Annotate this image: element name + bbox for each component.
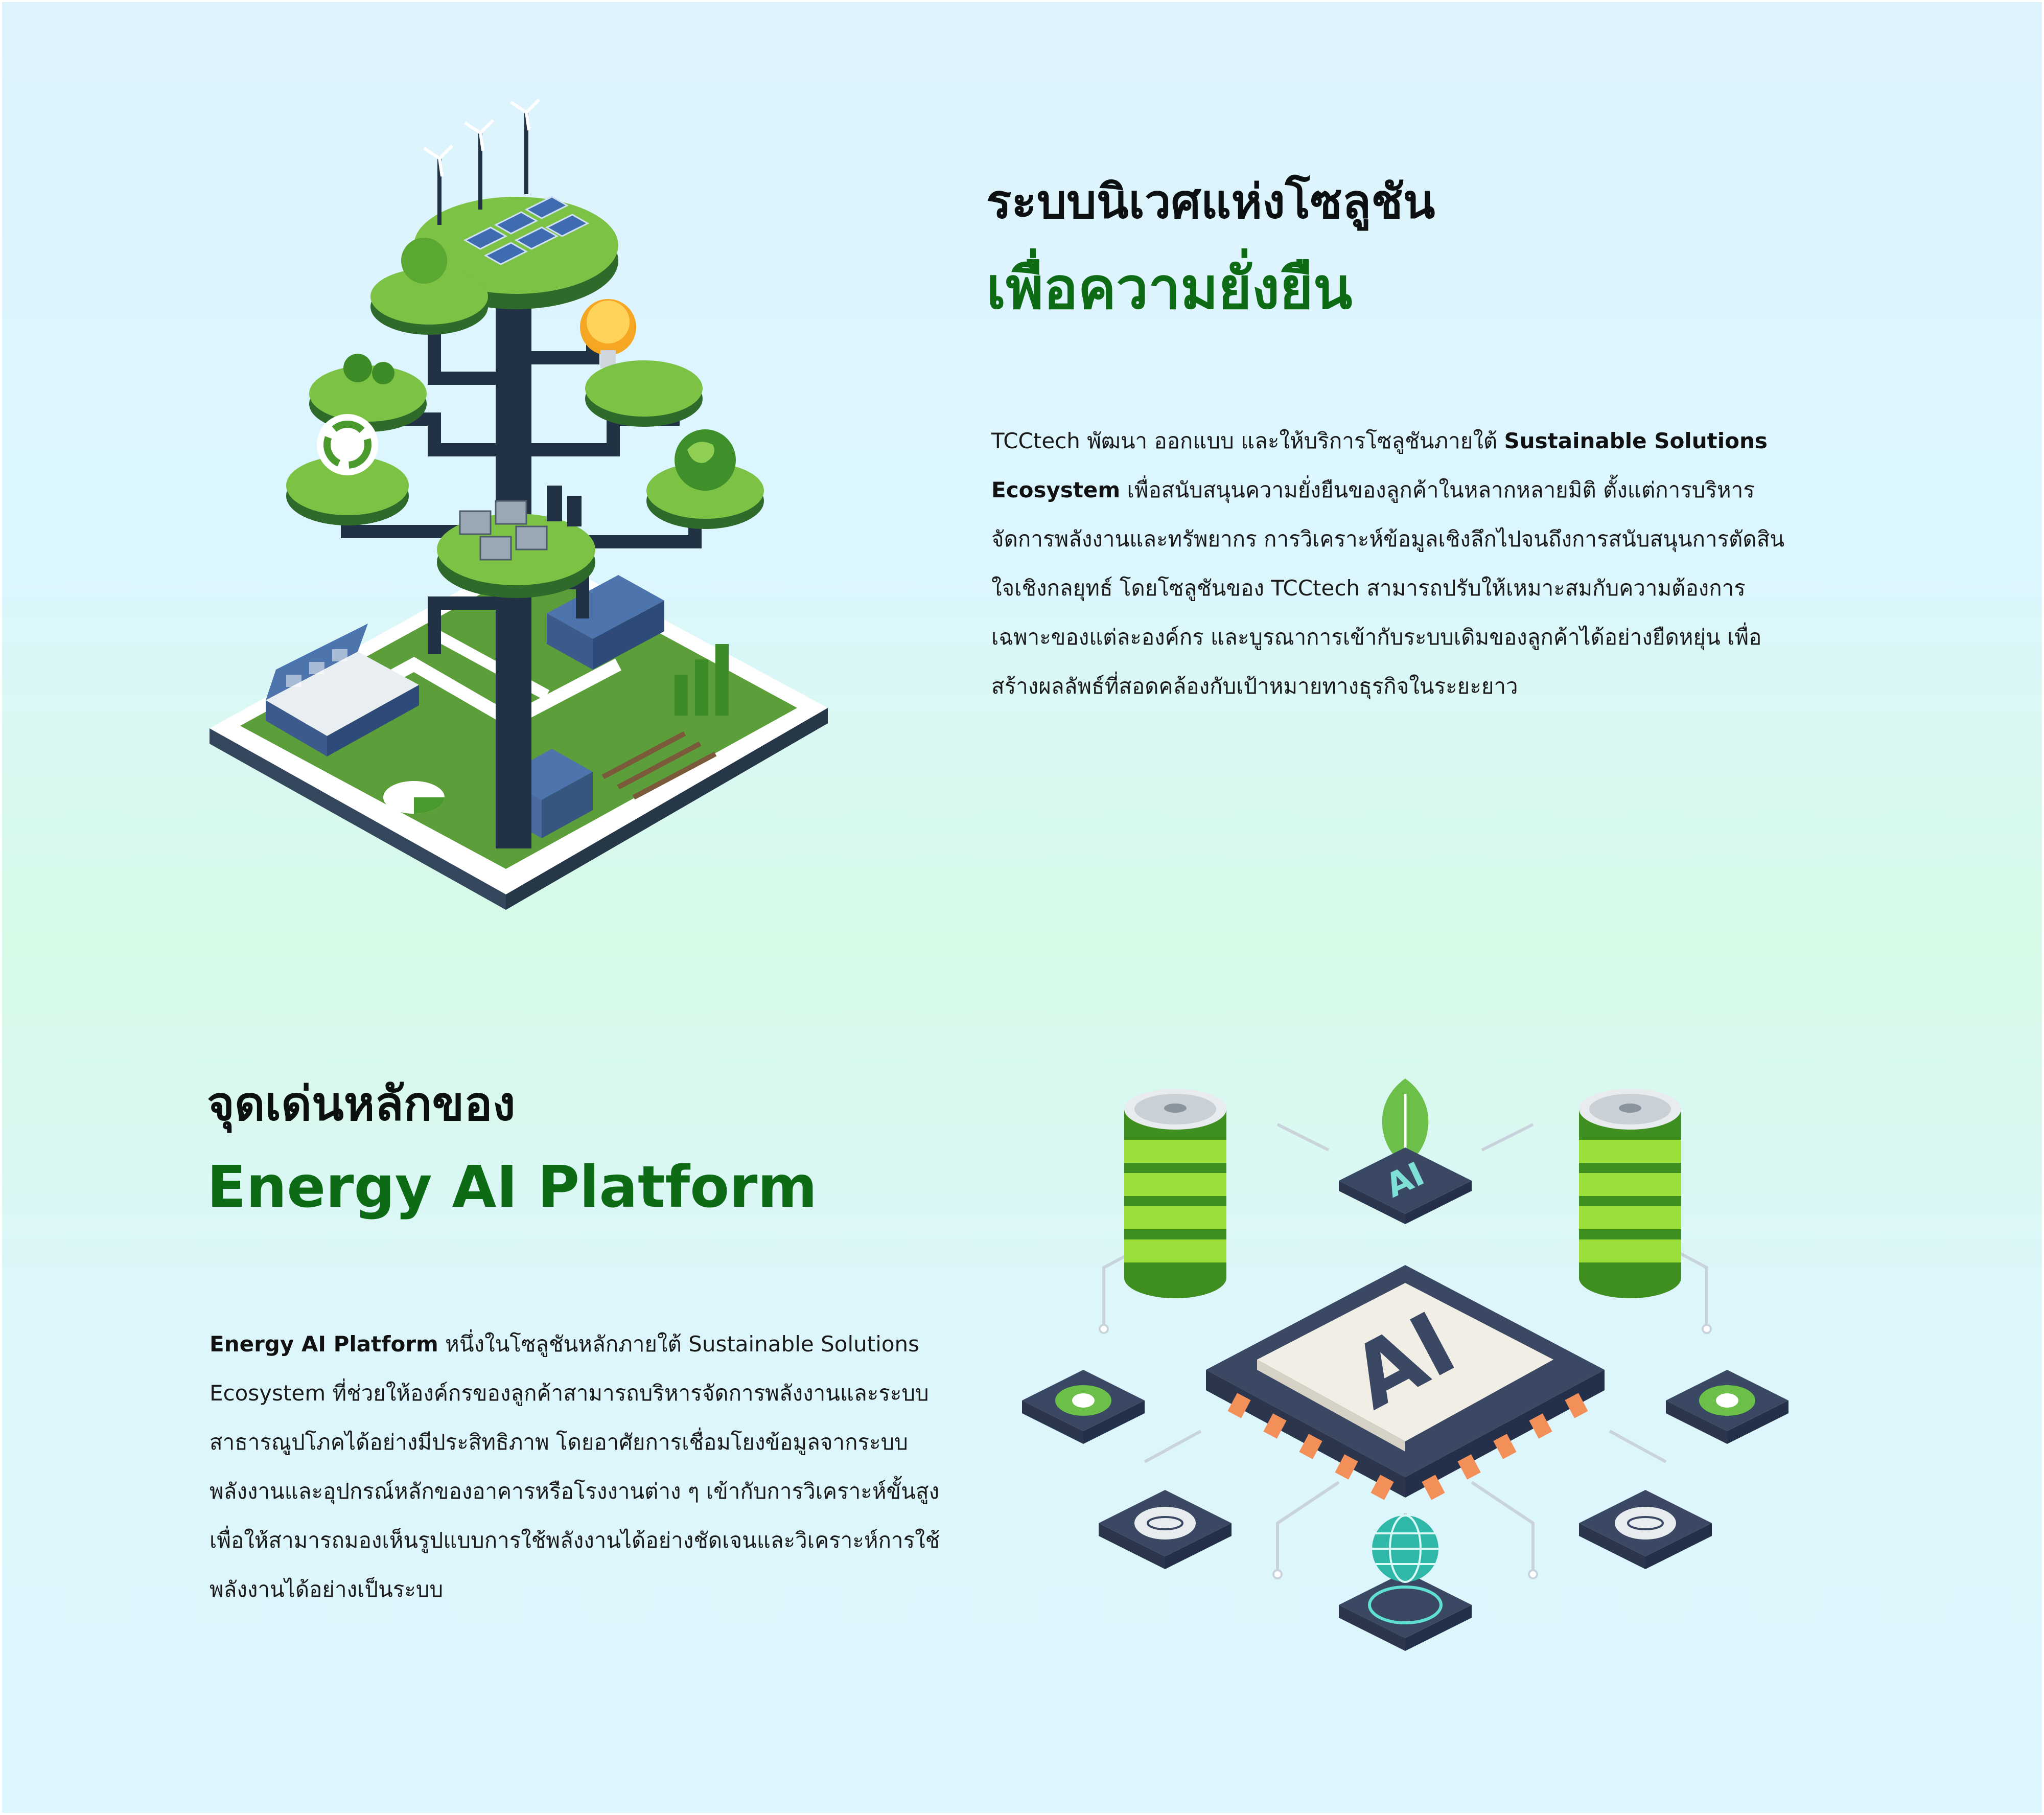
section1-title-line1: ระบบนิเวศแห่งโซลูชัน — [986, 174, 1435, 229]
section1-paragraph-rest: เพื่อสนับสนุนความยั่งยืนของลูกค้าในหลากห… — [991, 477, 1785, 699]
section2-paragraph-bold: Energy AI Platform — [210, 1331, 438, 1357]
ai-chip-energy-illustration: AI AI — [1022, 1078, 1788, 1651]
sustainable-city-tree-illustration — [210, 98, 828, 910]
section1-title-line2: เพื่อความยั่งยืน — [986, 256, 1353, 322]
section1-paragraph-intro: TCCtech พัฒนา ออกแบบ และให้บริการโซลูชัน… — [991, 428, 1504, 453]
section1-paragraph-bold: Sustainable Solutions Ecosystem — [991, 428, 1768, 502]
section2-paragraph-rest: หนึ่งในโซลูชันหลักภายใต้ Sustainable Sol… — [210, 1331, 940, 1602]
section2-paragraph: Energy AI Platform หนึ่งในโซลูชันหลักภาย… — [210, 1320, 940, 1614]
section2-title-line1: จุดเด่นหลักของ — [207, 1076, 516, 1131]
section2-title-line2: Energy AI Platform — [207, 1154, 818, 1221]
section1-paragraph: TCCtech พัฒนา ออกแบบ และให้บริการโซลูชัน… — [991, 417, 1788, 711]
